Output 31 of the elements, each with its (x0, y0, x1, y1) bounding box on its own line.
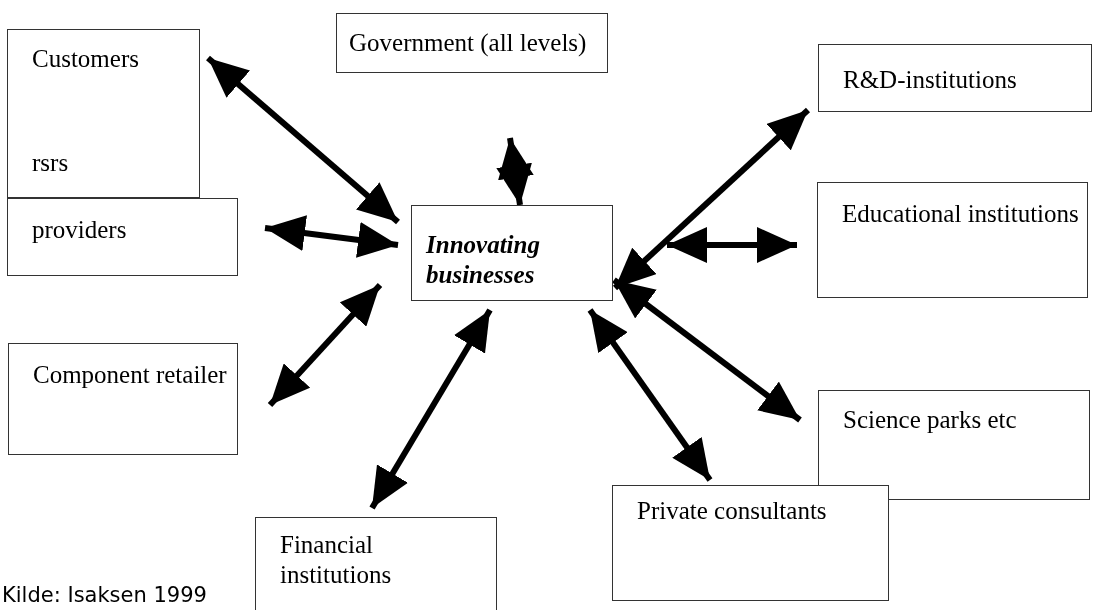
process-box (411, 205, 613, 301)
node-label: Educational institutions (842, 199, 1080, 229)
entity-box (818, 44, 1092, 112)
double-arrow (206, 55, 400, 225)
node-label: Component retailer (33, 360, 228, 390)
entity-box (8, 343, 238, 455)
node-label: providers (32, 215, 128, 245)
entity-box (7, 198, 238, 276)
entity-box (612, 485, 889, 601)
node-label: Government (all levels) (349, 28, 588, 58)
source-caption: Kilde: Isaksen 1999 (2, 583, 207, 607)
node-label: Innovating businesses (426, 230, 541, 290)
node-label: Science parks etc (843, 405, 1018, 435)
double-arrow (667, 227, 797, 263)
double-arrow (369, 308, 493, 510)
entity-box (255, 517, 497, 610)
double-arrow (267, 282, 383, 408)
node-label: R&D-institutions (843, 65, 1018, 95)
entity-box (7, 29, 200, 198)
node-label: Customers (32, 44, 140, 74)
double-arrow (587, 308, 713, 482)
entity-box (818, 390, 1090, 500)
entity-box (336, 13, 608, 73)
node-label: Private consultants (637, 496, 828, 526)
node-label: Financial institutions (280, 530, 393, 590)
double-arrow (496, 137, 534, 206)
node-label: rsrs (32, 148, 70, 178)
double-arrow (264, 215, 399, 258)
double-arrow (612, 277, 802, 423)
entity-box (817, 182, 1088, 298)
double-arrow (612, 107, 811, 291)
